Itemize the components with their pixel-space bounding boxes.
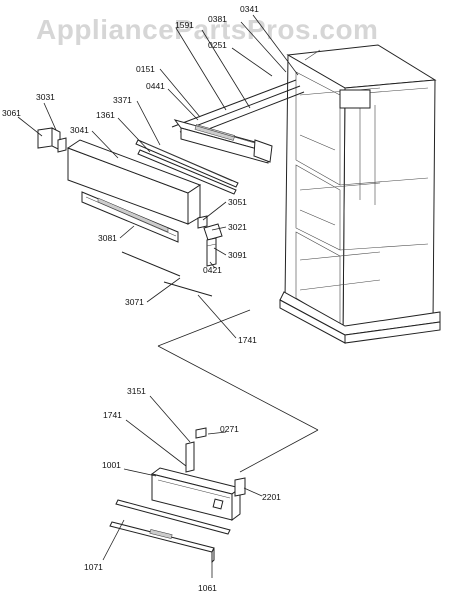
label-3061: 3061: [2, 108, 21, 118]
rod-3071: [121, 251, 213, 297]
refrigerator-cabinet: [279, 44, 441, 344]
label-1741-top: 1741: [238, 335, 257, 345]
label-3031: 3031: [36, 92, 55, 102]
leader-lines-top: [17, 14, 299, 339]
label-3081: 3081: [98, 233, 117, 243]
leader-lines-bottom: [102, 395, 263, 578]
label-0271: 0271: [220, 424, 239, 434]
lower-panel-1001: [150, 427, 246, 521]
assembly-connection-lines: [157, 309, 319, 473]
label-3151: 3151: [127, 386, 146, 396]
label-1741-bottom: 1741: [103, 410, 122, 420]
label-2201: 2201: [262, 492, 281, 502]
label-1071: 1071: [84, 562, 103, 572]
upper-rail: [173, 119, 273, 164]
watermark-text: AppliancePartsPros.com: [36, 14, 379, 45]
label-3091: 3091: [228, 250, 247, 260]
label-3371: 3371: [113, 95, 132, 105]
label-3071: 3071: [125, 297, 144, 307]
small-brackets: [197, 215, 223, 267]
label-0381: 0381: [208, 14, 227, 24]
label-0441: 0441: [146, 81, 165, 91]
label-0341: 0341: [240, 4, 259, 14]
label-0151: 0151: [136, 64, 155, 74]
label-0251: 0251: [208, 40, 227, 50]
front-panel-3041: [66, 139, 202, 225]
part-labels: 0341 0381 1591 0251 0151 0441 3371 1361 …: [2, 4, 281, 593]
label-1061: 1061: [198, 583, 217, 593]
label-1591: 1591: [175, 20, 194, 30]
label-0421: 0421: [203, 265, 222, 275]
label-1001: 1001: [102, 460, 121, 470]
long-strips: [135, 139, 239, 195]
lower-rail-3081: [81, 191, 179, 243]
label-3051: 3051: [228, 197, 247, 207]
lower-strips: [109, 499, 231, 564]
label-3021: 3021: [228, 222, 247, 232]
label-3041: 3041: [70, 125, 89, 135]
end-caps: [37, 127, 67, 153]
label-1361: 1361: [96, 110, 115, 120]
